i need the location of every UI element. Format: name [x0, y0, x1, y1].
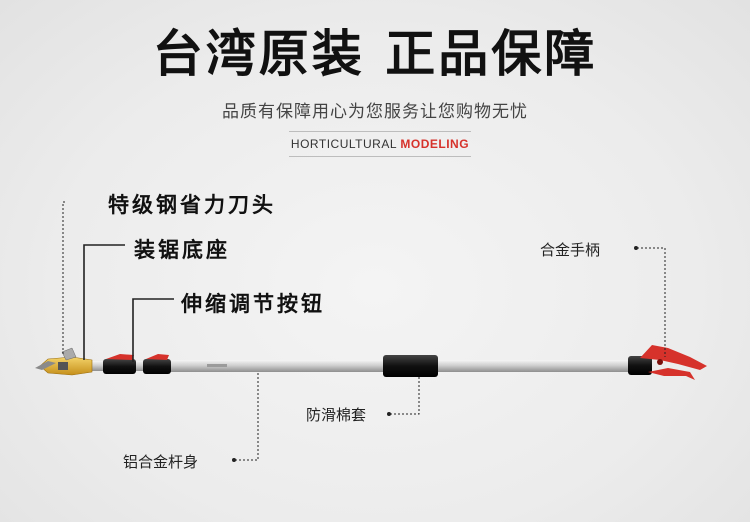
pruner-pole	[90, 360, 638, 372]
page-subtitle: 品质有保障用心为您服务让您购物无忧	[222, 102, 528, 122]
tag-text-primary: HORTICULTURAL	[290, 137, 401, 151]
page-title: 台湾原装 正品保障	[152, 25, 598, 83]
telescope-collars	[103, 354, 171, 374]
alloy-handle	[628, 345, 707, 380]
label-blade-head: 特级钢省力刀头	[108, 192, 276, 217]
label-adjust-button: 伸缩调节按钮	[181, 291, 325, 316]
label-alloy-pole: 铝合金杆身	[123, 453, 199, 471]
tag-text-accent: MODELING	[400, 137, 470, 151]
callout-lines	[62, 201, 666, 461]
callout-dots	[232, 246, 638, 462]
foam-grip	[383, 355, 438, 377]
label-handle: 合金手柄	[540, 241, 601, 259]
label-foam-grip: 防滑棉套	[306, 406, 367, 424]
blade-head	[35, 347, 93, 376]
section-tag: HORTICULTURAL MODELING	[289, 131, 471, 157]
label-saw-base: 装锯底座	[134, 237, 230, 262]
